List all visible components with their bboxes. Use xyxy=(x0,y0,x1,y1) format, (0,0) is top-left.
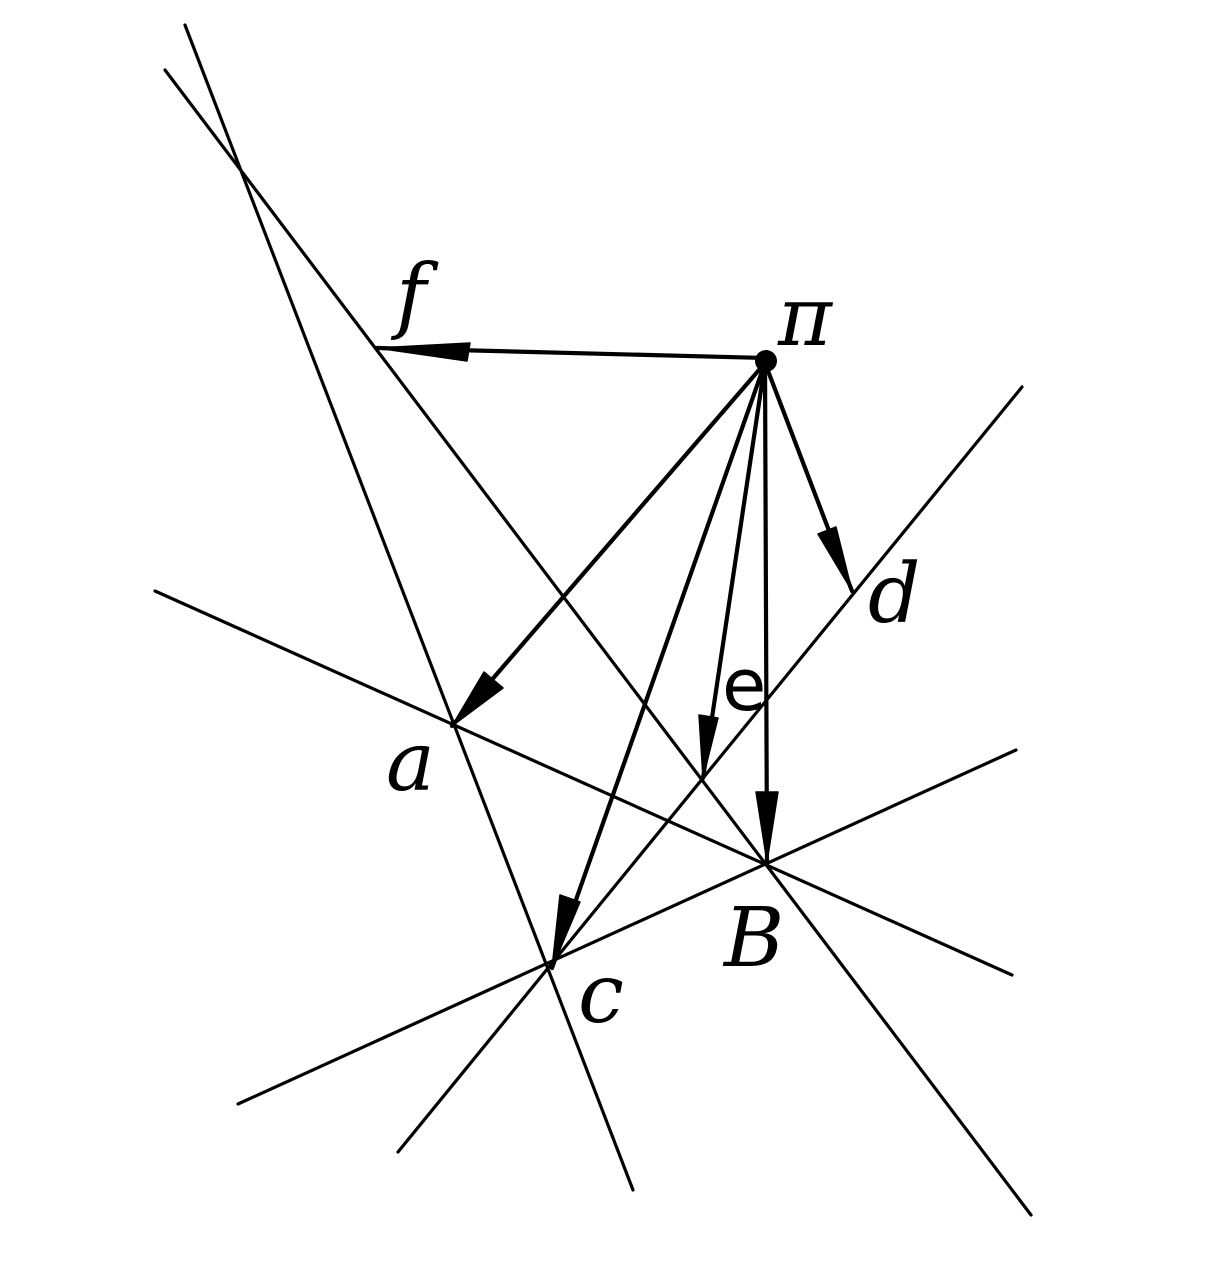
labels: π f a B c d e xyxy=(386,248,921,1042)
vector-c xyxy=(549,360,768,971)
vector-e xyxy=(700,360,768,781)
label-f: f xyxy=(390,248,439,343)
arrowhead-d xyxy=(817,526,853,592)
label-pi: π xyxy=(777,270,834,365)
line-through-a-b xyxy=(153,589,1014,977)
label-c: c xyxy=(578,947,624,1042)
arrowhead-e xyxy=(698,714,719,779)
line-through-f-b xyxy=(163,68,1033,1217)
label-e: e xyxy=(722,643,766,727)
arrowhead-f xyxy=(376,342,471,362)
vectors xyxy=(374,342,855,971)
vector-b xyxy=(762,360,770,865)
label-b: B xyxy=(722,891,784,986)
label-d: d xyxy=(868,547,921,642)
vector-a xyxy=(449,360,768,729)
line-through-c-e-d xyxy=(396,385,1024,1154)
point-pi xyxy=(755,350,777,372)
arrowhead-a xyxy=(451,671,504,727)
line-through-c-b xyxy=(236,748,1018,1106)
construction-lines xyxy=(153,23,1033,1217)
line-through-a-c xyxy=(183,23,635,1192)
arrowhead-c xyxy=(551,894,581,969)
label-a: a xyxy=(386,715,435,810)
arrowhead-b xyxy=(755,791,779,863)
